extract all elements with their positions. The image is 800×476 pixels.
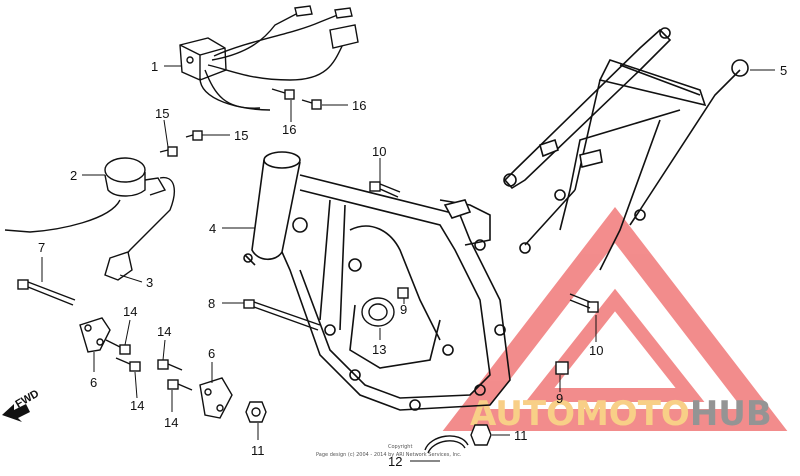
callout-2: 2: [70, 168, 77, 183]
svg-text:Page design (c) 2004 - 2014 by: Page design (c) 2004 - 2014 by ARI Netwo…: [316, 452, 462, 458]
callout-9-upper: 9: [400, 302, 407, 317]
bolt-part-10-upper: [369, 181, 401, 198]
bolt-part-7: [17, 279, 76, 306]
callout-14-d: 14: [164, 415, 178, 430]
watermark-logo: AUTOMOTOHUB: [442, 206, 788, 434]
cdi-unit: [179, 5, 359, 111]
nut-part-9-upper: [397, 287, 409, 299]
callout-15-b: 15: [234, 128, 248, 143]
nut-part-11-left: [245, 401, 267, 423]
callout-10-lower: 10: [589, 343, 603, 358]
callout-14-a: 14: [123, 304, 137, 319]
callout-15-a: 15: [155, 106, 169, 121]
callout-16-a: 16: [282, 122, 296, 137]
callout-16-b: 16: [352, 98, 366, 113]
plate-part-6-left: [79, 317, 111, 353]
callout-11-right: 11: [514, 428, 528, 443]
leader-lines: [41, 65, 775, 462]
svg-text:Copyright: Copyright: [388, 444, 412, 450]
plate-part-6-right: [199, 377, 233, 419]
copyright-notice: Copyright Page design (c) 2004 - 2014 by…: [316, 444, 462, 458]
callout-13: 13: [372, 342, 386, 357]
callouts: 1 2 3 4 5 6 6 7 8 9 9 10 10 11 11 12 13 …: [38, 59, 787, 469]
callout-6-left: 6: [90, 375, 97, 390]
callout-9-lower: 9: [556, 391, 563, 406]
long-bolt-part-8: [243, 299, 321, 331]
bolt-part-10-lower: [569, 293, 599, 313]
callout-12: 12: [388, 454, 402, 469]
callout-8: 8: [208, 296, 215, 311]
nut-part-11-right: [470, 424, 492, 446]
watermark-brand: AUTOMOTOHUB: [470, 394, 772, 434]
forward-direction-indicator: FWD: [2, 388, 41, 422]
callout-3: 3: [146, 275, 153, 290]
forward-arrow-icon: [2, 404, 30, 422]
callout-6-right: 6: [208, 346, 215, 361]
nut-part-9-lower: [555, 361, 569, 375]
callout-7: 7: [38, 240, 45, 255]
callout-10-upper: 10: [372, 144, 386, 159]
ignition-coil: [4, 157, 176, 281]
bolts-part-14: [105, 339, 193, 391]
rear-subframe: [503, 27, 749, 271]
callout-14-b: 14: [130, 398, 144, 413]
callout-1: 1: [151, 59, 158, 74]
band-part-12: [424, 435, 469, 454]
callout-14-c: 14: [157, 324, 171, 339]
bolts-part-16: [271, 88, 322, 110]
grommet-part-13: [361, 297, 395, 327]
callout-11-left: 11: [251, 443, 265, 458]
callout-4: 4: [209, 221, 216, 236]
callout-5: 5: [780, 63, 787, 78]
